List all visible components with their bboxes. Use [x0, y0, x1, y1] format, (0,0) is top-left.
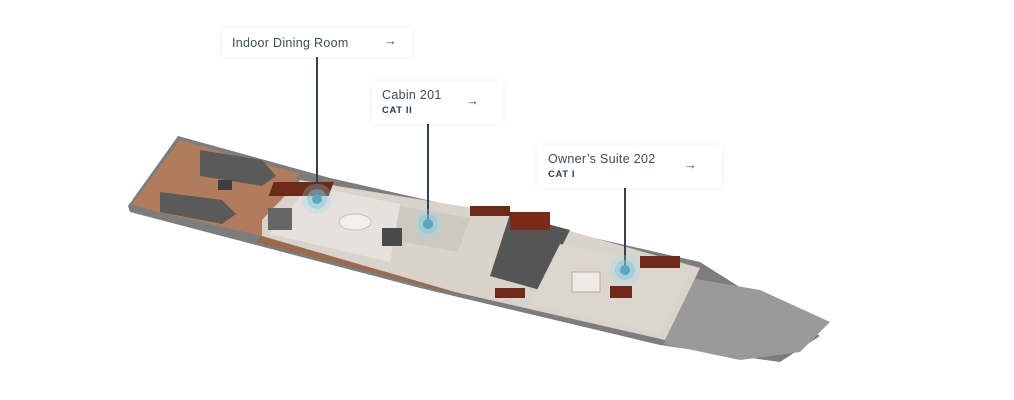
suite-desk	[610, 286, 632, 298]
machinery-block	[490, 214, 570, 290]
cabin-201-category: CAT II	[382, 105, 413, 116]
cabin-201-title: Cabin 201	[382, 88, 442, 102]
dining-room-callout[interactable]: Indoor Dining Room →	[222, 28, 412, 57]
dining-room-leader-line	[316, 52, 318, 196]
cabin-201-hotspot[interactable]	[423, 219, 433, 229]
deck-hatch	[218, 180, 232, 190]
cabin-wall	[470, 206, 510, 216]
dining-room-hotspot[interactable]	[312, 194, 322, 204]
owners-suite-leader-line	[624, 185, 626, 269]
suite-bed	[571, 271, 601, 293]
bow-deck	[664, 278, 830, 360]
arrow-right-icon: →	[384, 33, 397, 48]
cabinetry	[495, 288, 525, 298]
tender-2	[160, 192, 236, 224]
owners-suite-callout[interactable]: Owner’s Suite 202 CAT I →	[538, 146, 722, 188]
dining-wall	[268, 182, 334, 196]
hallway-block	[510, 212, 550, 230]
owners-suite-category: CAT I	[548, 169, 576, 180]
dining-room-title: Indoor Dining Room	[232, 36, 349, 50]
dining-floor	[270, 186, 400, 262]
cabin-201-leader-line	[427, 120, 429, 222]
dark-divider	[382, 228, 402, 246]
cabin-floor	[394, 206, 470, 252]
owners-suite-title: Owner’s Suite 202	[548, 152, 656, 166]
suite-wardrobe	[640, 256, 680, 268]
tender-1	[200, 150, 276, 186]
cabin-201-callout[interactable]: Cabin 201 CAT II →	[372, 82, 502, 124]
owners-suite-hotspot[interactable]	[620, 265, 630, 275]
arrow-right-icon: →	[466, 93, 479, 108]
arrow-right-icon: →	[684, 157, 697, 172]
gray-lounge	[268, 208, 292, 230]
dining-table	[338, 213, 372, 231]
